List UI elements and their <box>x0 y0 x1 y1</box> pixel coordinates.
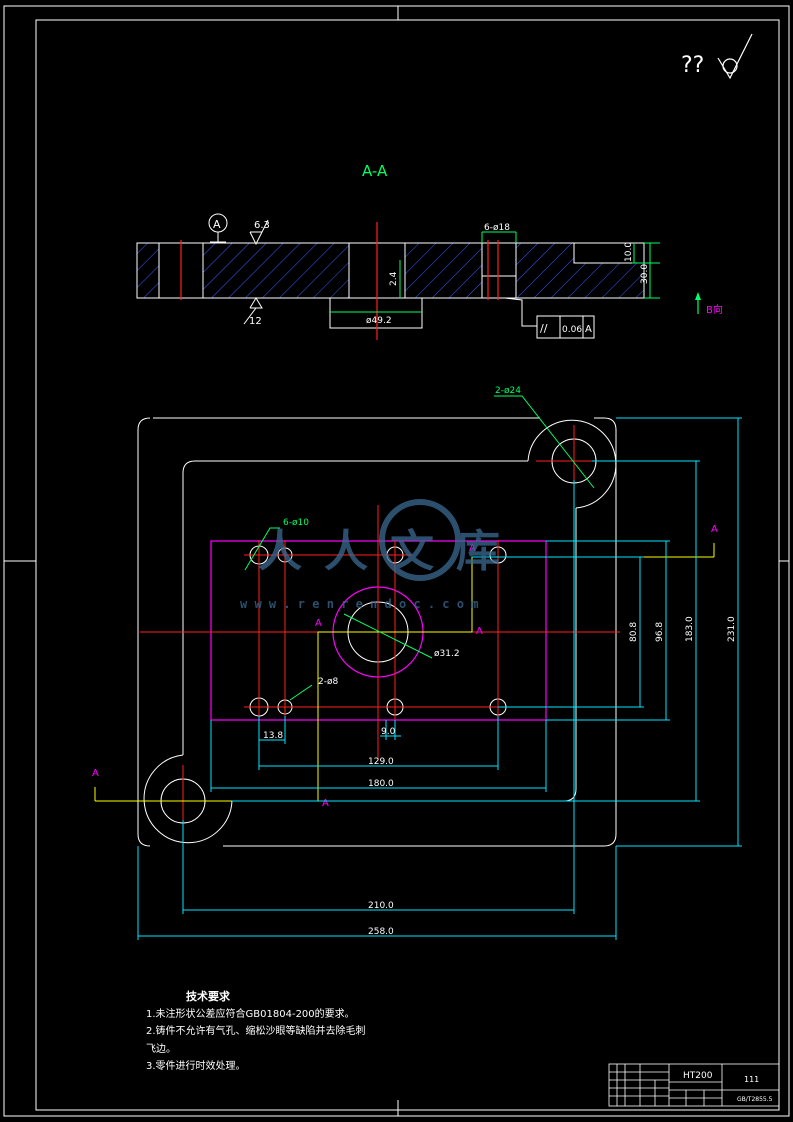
section-dimensions <box>330 231 660 313</box>
cut-label-4: A <box>476 626 483 637</box>
title-block <box>608 1063 780 1107</box>
small-hole-spec: 6-ø10 <box>283 518 309 528</box>
horizontal-dimensions <box>137 480 617 940</box>
tolerance-symbol: // <box>540 322 548 335</box>
pin-spec: 2-ø8 <box>318 677 338 687</box>
tolerance-frame <box>504 297 595 339</box>
watermark-text: 人人文库 <box>258 526 522 577</box>
technical-requirements: 技术要求 1.未注形状公差应符合GB01804-200的要求。 2.铸件不允许有… <box>146 989 366 1072</box>
datum-a-label: A <box>213 218 221 231</box>
section-bore-dim: ø49.2 <box>366 316 392 326</box>
section-view: A-A <box>136 162 660 340</box>
vertical-dimensions <box>232 417 742 847</box>
cut-line <box>94 543 715 802</box>
section-title: A-A <box>362 162 388 180</box>
sheet-frame <box>3 5 790 1117</box>
surface-finish-text: ?? <box>681 53 704 78</box>
standard-number: GB/T2855.5 <box>737 1096 773 1103</box>
dim-180-0: 180.0 <box>368 779 394 789</box>
cut-label-1: A <box>92 768 99 779</box>
watermark-url: w w w . r e n r e n d o c . c o m <box>240 597 478 611</box>
dim-96-8: 96.8 <box>655 622 665 642</box>
view-b-label: B向 <box>706 303 723 316</box>
section-hole-spec: 6-ø18 <box>484 223 510 233</box>
section-centerlines <box>180 222 499 340</box>
dim-183-0: 183.0 <box>685 616 695 642</box>
section-step-dim: 10.0 <box>624 242 634 262</box>
plan-leaders <box>244 395 595 701</box>
watermark: 人人文库 w w w . r e n r e n d o c . c o m <box>240 499 522 611</box>
dim-231-0: 231.0 <box>727 616 737 642</box>
section-step-gap <box>574 243 644 263</box>
dim-9-0: 9.0 <box>381 727 396 737</box>
dim-129-0: 129.0 <box>368 757 394 767</box>
section-outline <box>136 242 645 329</box>
dim-258-0: 258.0 <box>368 927 394 937</box>
view-b-marker: B向 <box>695 292 723 316</box>
plan-outline <box>137 417 617 847</box>
surface-finish-mark: ?? <box>681 33 753 80</box>
section-hole-gap-2 <box>482 243 516 298</box>
cut-label-6: A <box>322 798 329 809</box>
center-bore-spec: ø31.2 <box>434 649 460 659</box>
dim-13-8: 13.8 <box>263 731 283 741</box>
roughness-bottom-value: 12 <box>249 316 262 327</box>
large-hole-spec: 2-ø24 <box>495 386 521 396</box>
watermark-logo-icon <box>379 499 461 581</box>
material-value: HT200 <box>683 1071 713 1081</box>
roughness-top-icon <box>249 219 269 246</box>
datum-a-symbol <box>208 213 228 243</box>
surface-finish-icon <box>717 33 753 80</box>
requirements-title: 技术要求 <box>186 989 231 1003</box>
cut-label-3: A <box>315 618 322 629</box>
cut-label-5: A <box>469 543 476 554</box>
cut-labels: A A A A A A <box>92 524 718 809</box>
requirement-3: 3.零件进行时效处理。 <box>146 1059 246 1072</box>
requirement-1: 1.未注形状公差应符合GB01804-200的要求。 <box>146 1007 355 1020</box>
requirement-2: 2.铸件不允许有气孔、缩松沙眼等缺陷并去除毛刺 <box>146 1024 366 1037</box>
section-thickness-dim: 30.0 <box>640 264 650 284</box>
cut-label-2: A <box>711 524 718 535</box>
requirement-2-cont: 飞边。 <box>146 1043 176 1055</box>
section-depth-dim: 2.4 <box>389 271 399 286</box>
drawing-number: 111 <box>744 1075 759 1084</box>
dim-210-0: 210.0 <box>368 901 394 911</box>
tolerance-datum: A <box>585 324 592 335</box>
plan-view: A A A A A A 2-ø24 6-ø10 ø31.2 2-ø8 <box>92 386 742 940</box>
roughness-bottom-icon <box>243 297 263 325</box>
dim-80-8: 80.8 <box>629 622 639 642</box>
roughness-top-value: 6.3 <box>254 220 270 231</box>
tolerance-value: 0.06 <box>562 325 582 335</box>
